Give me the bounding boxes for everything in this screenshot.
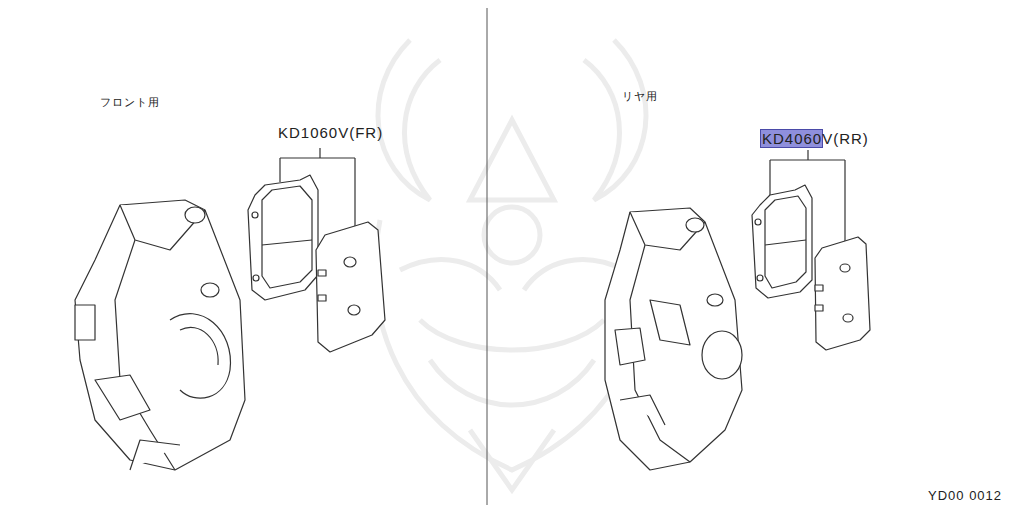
pad-shim	[815, 237, 870, 350]
rear-caliper	[605, 208, 742, 470]
part-number: KD1060V(FR)	[278, 124, 383, 141]
watermark	[375, 40, 649, 490]
diagram-code: YD00 0012	[928, 489, 1002, 504]
part-number: KD4060V(RR)	[762, 130, 869, 147]
pad-shim	[316, 222, 385, 352]
brake-pad	[752, 185, 812, 298]
brake-pad	[248, 175, 318, 300]
divider-line	[487, 8, 488, 505]
section-heading: フロント用	[100, 96, 160, 109]
section-heading: リヤ用	[622, 90, 658, 103]
front-caliper	[75, 200, 245, 470]
